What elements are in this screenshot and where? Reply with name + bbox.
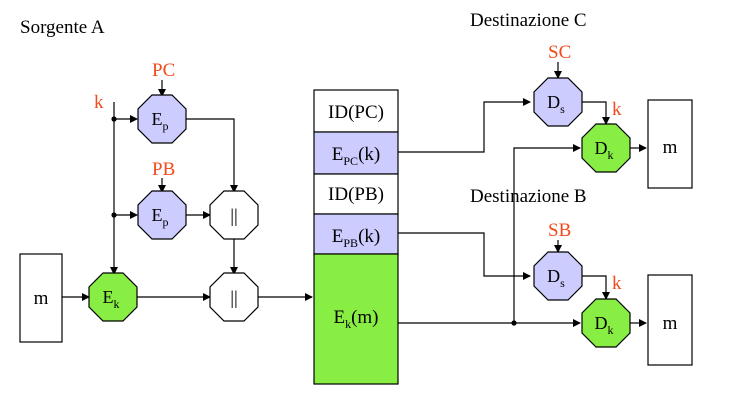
dest-b-message-label: m [663, 313, 678, 334]
svg-text:Ds: Ds [547, 266, 565, 290]
ek-m-field: Ek(m) [333, 307, 378, 331]
decrypt-signature-c-node: Ds [533, 77, 583, 127]
id-pb-field: ID(PB) [328, 184, 384, 205]
svg-text:Ds: Ds [547, 92, 565, 116]
source-message-label: m [34, 288, 49, 309]
svg-text:Ek: Ek [103, 287, 120, 311]
svg-text:||: || [230, 288, 238, 309]
destination-c-title: Destinazione C [470, 10, 587, 31]
encrypt-public-pc-node: Ep [137, 94, 187, 144]
encrypt-key-node: Ek [88, 272, 138, 322]
svg-text:Ep: Ep [152, 109, 169, 133]
decrypt-signature-b-node: Ds [533, 251, 583, 301]
destination-b-title: Destinazione B [470, 186, 587, 207]
pc-label: PC [152, 60, 175, 81]
k-label-dest-c: k [612, 99, 622, 120]
k-label-dest-b: k [612, 273, 622, 294]
epc-k-field: EPC(k) [332, 144, 380, 168]
source-message-box [19, 253, 63, 343]
epb-k-field: EPB(k) [332, 226, 380, 250]
sb-label: SB [548, 220, 571, 241]
svg-text:Dk: Dk [595, 313, 614, 337]
concat-node-bottom: || [209, 272, 259, 322]
dest-b-message-box [647, 274, 693, 366]
pb-label: PB [152, 159, 175, 180]
dest-c-message-label: m [663, 137, 678, 158]
decrypt-key-c-node: Dk [581, 123, 631, 173]
k-label-source: k [94, 92, 104, 113]
svg-text:Ep: Ep [152, 205, 169, 229]
dest-c-message-box [647, 99, 693, 189]
decrypt-key-b-node: Dk [581, 298, 631, 348]
message-block: ID(PC) EPC(k) ID(PB) EPB(k) Ek(m) [313, 89, 399, 385]
source-title: Sorgente A [20, 17, 105, 38]
encrypt-public-pb-node: Ep [137, 190, 187, 240]
svg-text:Dk: Dk [595, 138, 614, 162]
id-pc-field: ID(PC) [328, 102, 384, 123]
concat-node-top: || [209, 190, 259, 240]
svg-text:||: || [230, 206, 238, 227]
sc-label: SC [548, 42, 571, 63]
